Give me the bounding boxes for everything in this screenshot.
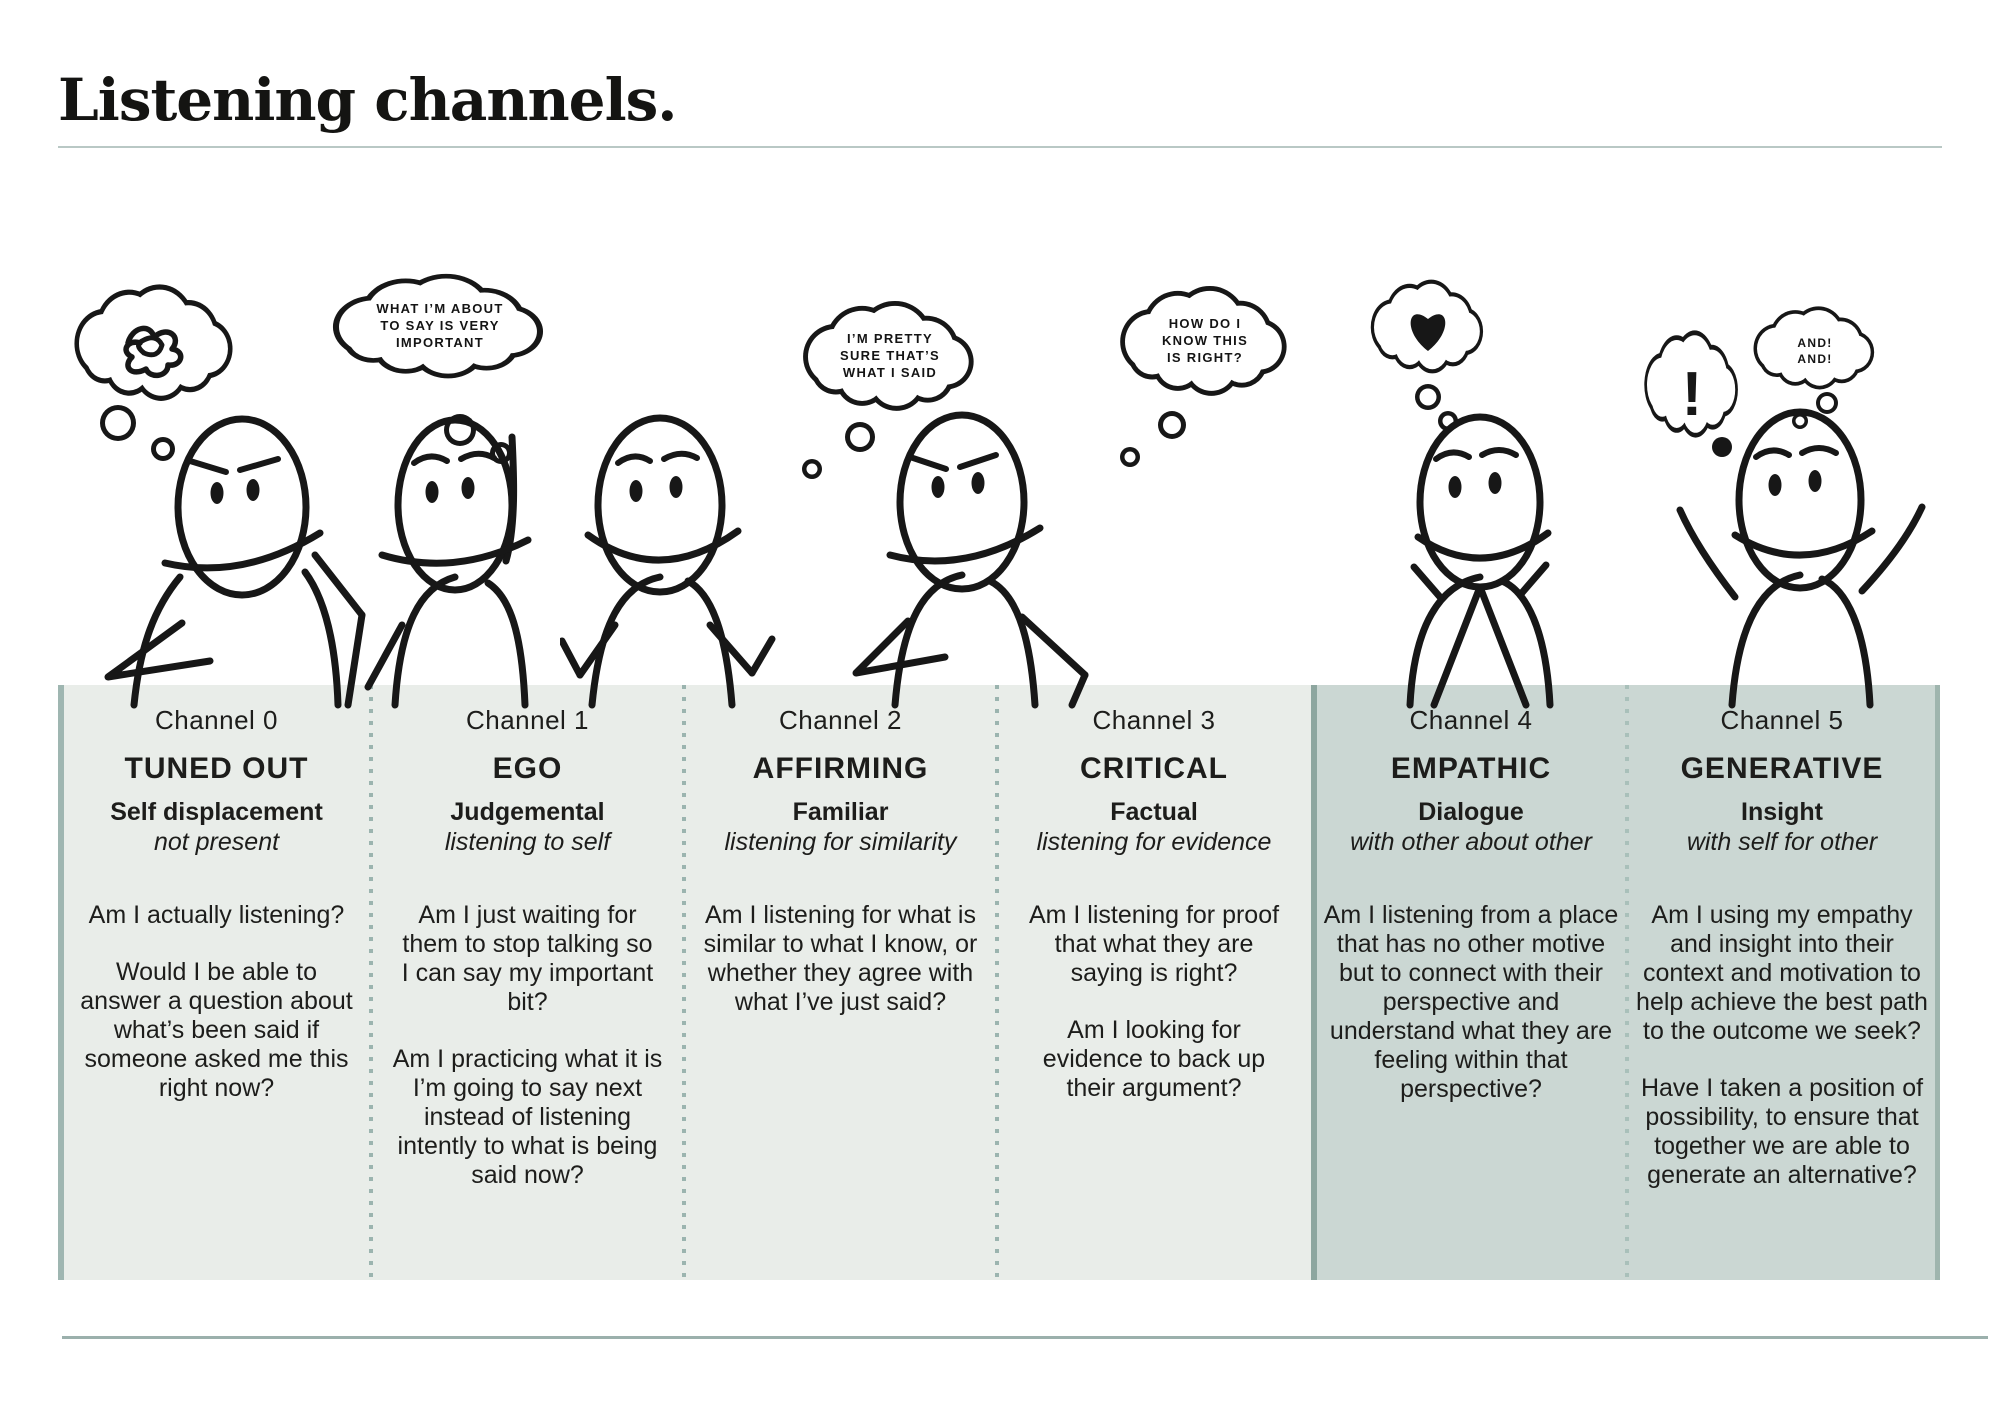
channel-label: Channel 5 bbox=[1720, 705, 1844, 735]
channel-questions: Am I just waiting for them to stop talki… bbox=[371, 901, 684, 1190]
channel-label: Channel 4 bbox=[1409, 705, 1533, 735]
channel-subtitle: Factual bbox=[1110, 798, 1198, 826]
thought-bubble-icon: AND!AND! bbox=[1753, 306, 1875, 429]
channel-mode: not present bbox=[153, 828, 280, 856]
question: Am I looking for evidence to back up the… bbox=[1042, 1016, 1266, 1102]
figure-body bbox=[1676, 503, 1926, 709]
figure-head bbox=[584, 414, 742, 596]
column-separator bbox=[369, 685, 373, 1280]
thought-bubble-icon bbox=[1370, 279, 1484, 431]
channel-name: GENERATIVE bbox=[1680, 752, 1884, 785]
channel-subtitle: Dialogue bbox=[1418, 798, 1524, 826]
stick-figure-channel-5: AND!AND! ! bbox=[1640, 225, 2000, 710]
channel-label: Channel 0 bbox=[154, 705, 279, 735]
question: Have I taken a position of possibility, … bbox=[1640, 1074, 1924, 1189]
channel-mode: listening for evidence bbox=[1036, 828, 1272, 856]
channel-subtitle: Insight bbox=[1741, 798, 1823, 826]
channel-label: Channel 2 bbox=[778, 705, 903, 735]
channel-questions: Am I listening for proof that what they … bbox=[997, 901, 1311, 1103]
footer-divider bbox=[62, 1336, 1988, 1339]
heart-icon bbox=[1410, 314, 1446, 351]
question: Am I actually listening? bbox=[88, 901, 345, 929]
figure-head bbox=[886, 411, 1044, 593]
column-separator bbox=[1625, 685, 1629, 1280]
figure-head bbox=[1414, 413, 1552, 591]
channel-name: TUNED OUT bbox=[124, 752, 309, 785]
question: Am I using my empathy and insight into t… bbox=[1636, 901, 1928, 1045]
column-separator bbox=[995, 685, 999, 1280]
question: Would I be able to answer a question abo… bbox=[80, 958, 353, 1102]
figure-body bbox=[364, 433, 529, 709]
channel-mode: with other about other bbox=[1350, 828, 1592, 856]
channel-subtitle: Familiar bbox=[792, 798, 889, 826]
channel-mode: listening for similarity bbox=[724, 828, 957, 856]
channel-column-5: Channel 5 GENERATIVE Insight with self f… bbox=[1629, 685, 1935, 1280]
question: Am I practicing what it is I’m going to … bbox=[392, 1045, 663, 1189]
channel-column-0: Channel 0 TUNED OUT Self displacement no… bbox=[64, 685, 369, 1280]
scribble-icon bbox=[123, 325, 184, 379]
figure-head bbox=[378, 416, 532, 594]
exclamation-bubble-icon: ! bbox=[1644, 330, 1738, 457]
figure-head bbox=[161, 415, 324, 599]
channel-questions: Am I using my empathy and insight into t… bbox=[1629, 901, 1935, 1190]
exclamation-icon: ! bbox=[1682, 360, 1703, 429]
channel-subtitle: Self displacement bbox=[110, 798, 323, 826]
question: Am I listening for proof that what they … bbox=[1028, 901, 1280, 987]
thought-bubble-icon bbox=[74, 284, 233, 461]
page-title: Listening channels. bbox=[58, 66, 677, 134]
channel-column-4: Channel 4 EMPATHIC Dialogue with other a… bbox=[1317, 685, 1625, 1280]
channel-name: CRITICAL bbox=[1080, 752, 1228, 785]
figure-body bbox=[852, 571, 1089, 709]
figure-body bbox=[560, 573, 776, 709]
channel-label: Channel 1 bbox=[465, 705, 590, 735]
stick-figure-channel-0 bbox=[70, 225, 370, 710]
channel-questions: Am I listening from a place that has no … bbox=[1317, 901, 1625, 1104]
question: Am I listening from a place that has no … bbox=[1323, 901, 1619, 1103]
title-divider bbox=[58, 146, 1942, 148]
channel-name: EMPATHIC bbox=[1390, 752, 1552, 785]
channel-subtitle: Judgemental bbox=[450, 798, 605, 826]
figure-body bbox=[104, 551, 366, 709]
figure-body bbox=[1406, 561, 1554, 709]
channel-name: AFFIRMING bbox=[752, 752, 929, 785]
channel-mode: with self for other bbox=[1686, 828, 1878, 856]
stick-figure-channel-4 bbox=[1322, 225, 1632, 710]
channel-column-3: Channel 3 CRITICAL Factual listening for… bbox=[997, 685, 1311, 1280]
column-separator bbox=[682, 685, 686, 1280]
channel-mode: listening to self bbox=[444, 828, 611, 856]
question: Am I listening for what is similar to wh… bbox=[703, 901, 978, 1016]
thought-text: AND!AND! bbox=[1797, 336, 1832, 366]
channel-questions: Am I actually listening? Would I be able… bbox=[64, 901, 369, 1103]
channel-name: EGO bbox=[492, 752, 563, 785]
channel-column-1: Channel 1 EGO Judgemental listening to s… bbox=[371, 685, 684, 1280]
channel-column-2: Channel 2 AFFIRMING Familiar listening f… bbox=[684, 685, 997, 1280]
question: Am I just waiting for them to stop talki… bbox=[401, 901, 654, 1016]
channel-questions: Am I listening for what is similar to wh… bbox=[684, 901, 997, 1017]
channel-label: Channel 3 bbox=[1092, 705, 1216, 735]
figure-head bbox=[1731, 408, 1876, 592]
